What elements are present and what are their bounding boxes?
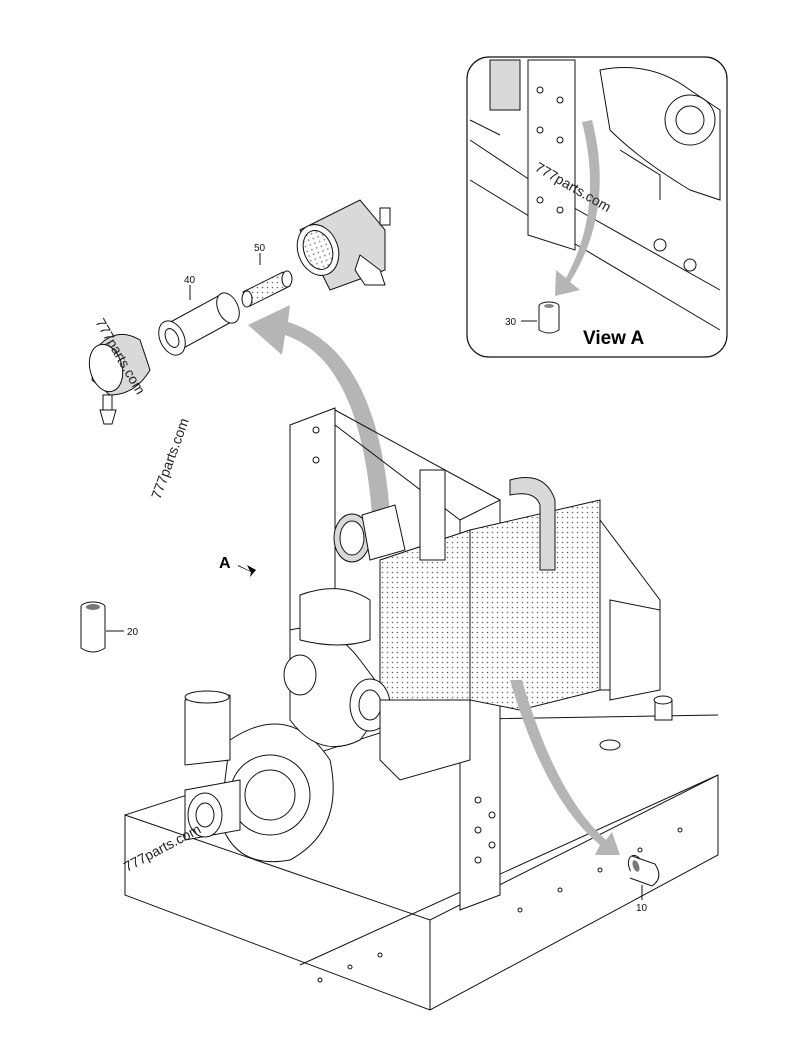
exhaust-pipe [509,477,556,571]
air-filter-housing [296,199,391,291]
view-direction-marker: A [219,555,256,577]
part-10-filter [627,854,660,887]
view-a-title: View A [583,328,645,349]
watermark-left: 777parts.com [148,416,192,501]
part-20-filter [80,601,106,653]
post-holes [312,426,496,864]
view-a-inset: 30 View A 777parts.com [466,56,728,358]
fuel-cap [599,739,621,751]
pump-unit [124,407,719,1011]
inner-filter-element [241,270,293,308]
part-label-50: 50 [254,243,266,254]
air-filter-assembly: 50 40 777parts.com [88,199,391,425]
outer-filter-element [158,292,240,356]
direction-letter: A [219,555,231,572]
frame-holes [317,827,683,983]
engine-block [379,699,471,781]
oil-filter-arrow [510,680,620,855]
part-label-40: 40 [184,275,196,286]
inset-machinery [469,59,721,331]
part-30-filter [538,301,560,334]
pump-inlet-cylinder [184,694,231,766]
air-filter-cover [88,333,151,425]
inset-arrow [555,120,600,296]
pump-volute [219,723,334,863]
part-label-20: 20 [127,627,139,638]
part-label-10: 10 [636,903,648,914]
filter-explode-arrow [248,305,390,515]
part-label-30: 30 [505,317,517,328]
